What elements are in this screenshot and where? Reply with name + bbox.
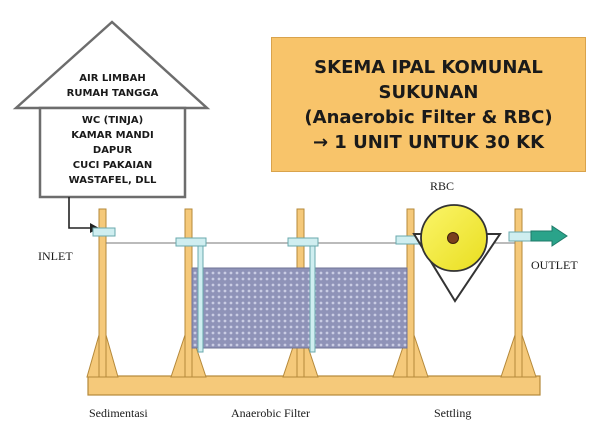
title-line-3: (Anaerobic Filter & RBC): [304, 106, 553, 128]
house-shape: [12, 20, 211, 199]
anaerobic-filter-label: Anaerobic Filter: [231, 406, 310, 420]
outlet-label: OUTLET: [531, 258, 578, 272]
source-item: CUCI PAKAIAN: [72, 160, 153, 171]
transfer-pipes: [92, 227, 532, 247]
sedimentation-label: Sedimentasi: [89, 406, 148, 420]
base-platform: [87, 375, 541, 396]
settling-label: Settling: [434, 406, 472, 420]
source-item: KAMAR MANDI: [71, 130, 154, 141]
source-item: WC (TINJA): [81, 115, 144, 126]
rbc-shaft: [447, 232, 459, 244]
title-line-2: SUKUNAN: [378, 81, 479, 103]
house-drain-pipe: [68, 197, 92, 229]
source-item: DAPUR: [92, 145, 133, 156]
source-item: WASTAFEL, DLL: [68, 175, 157, 186]
anaerobic-filter-media: [191, 267, 408, 349]
outlet-arrow-icon: [530, 225, 568, 247]
title-line-1: SKEMA IPAL KOMUNAL: [314, 56, 543, 78]
inlet-label: INLET: [38, 249, 73, 263]
rbc-label: RBC: [430, 179, 455, 193]
roof-line-1: AIR LIMBAH: [79, 73, 146, 84]
title-box: SKEMA IPAL KOMUNAL SUKUNAN (Anaerobic Fi…: [271, 37, 586, 172]
wastewater-sources: WC (TINJA) KAMAR MANDI DAPUR CUCI PAKAIA…: [40, 113, 185, 188]
rbc-unit: [412, 204, 502, 303]
roof-line-2: RUMAH TANGGA: [66, 88, 159, 99]
house-roof-label: AIR LIMBAH RUMAH TANGGA: [40, 71, 185, 101]
title-line-4: → 1 UNIT UNTUK 30 KK: [312, 131, 545, 153]
